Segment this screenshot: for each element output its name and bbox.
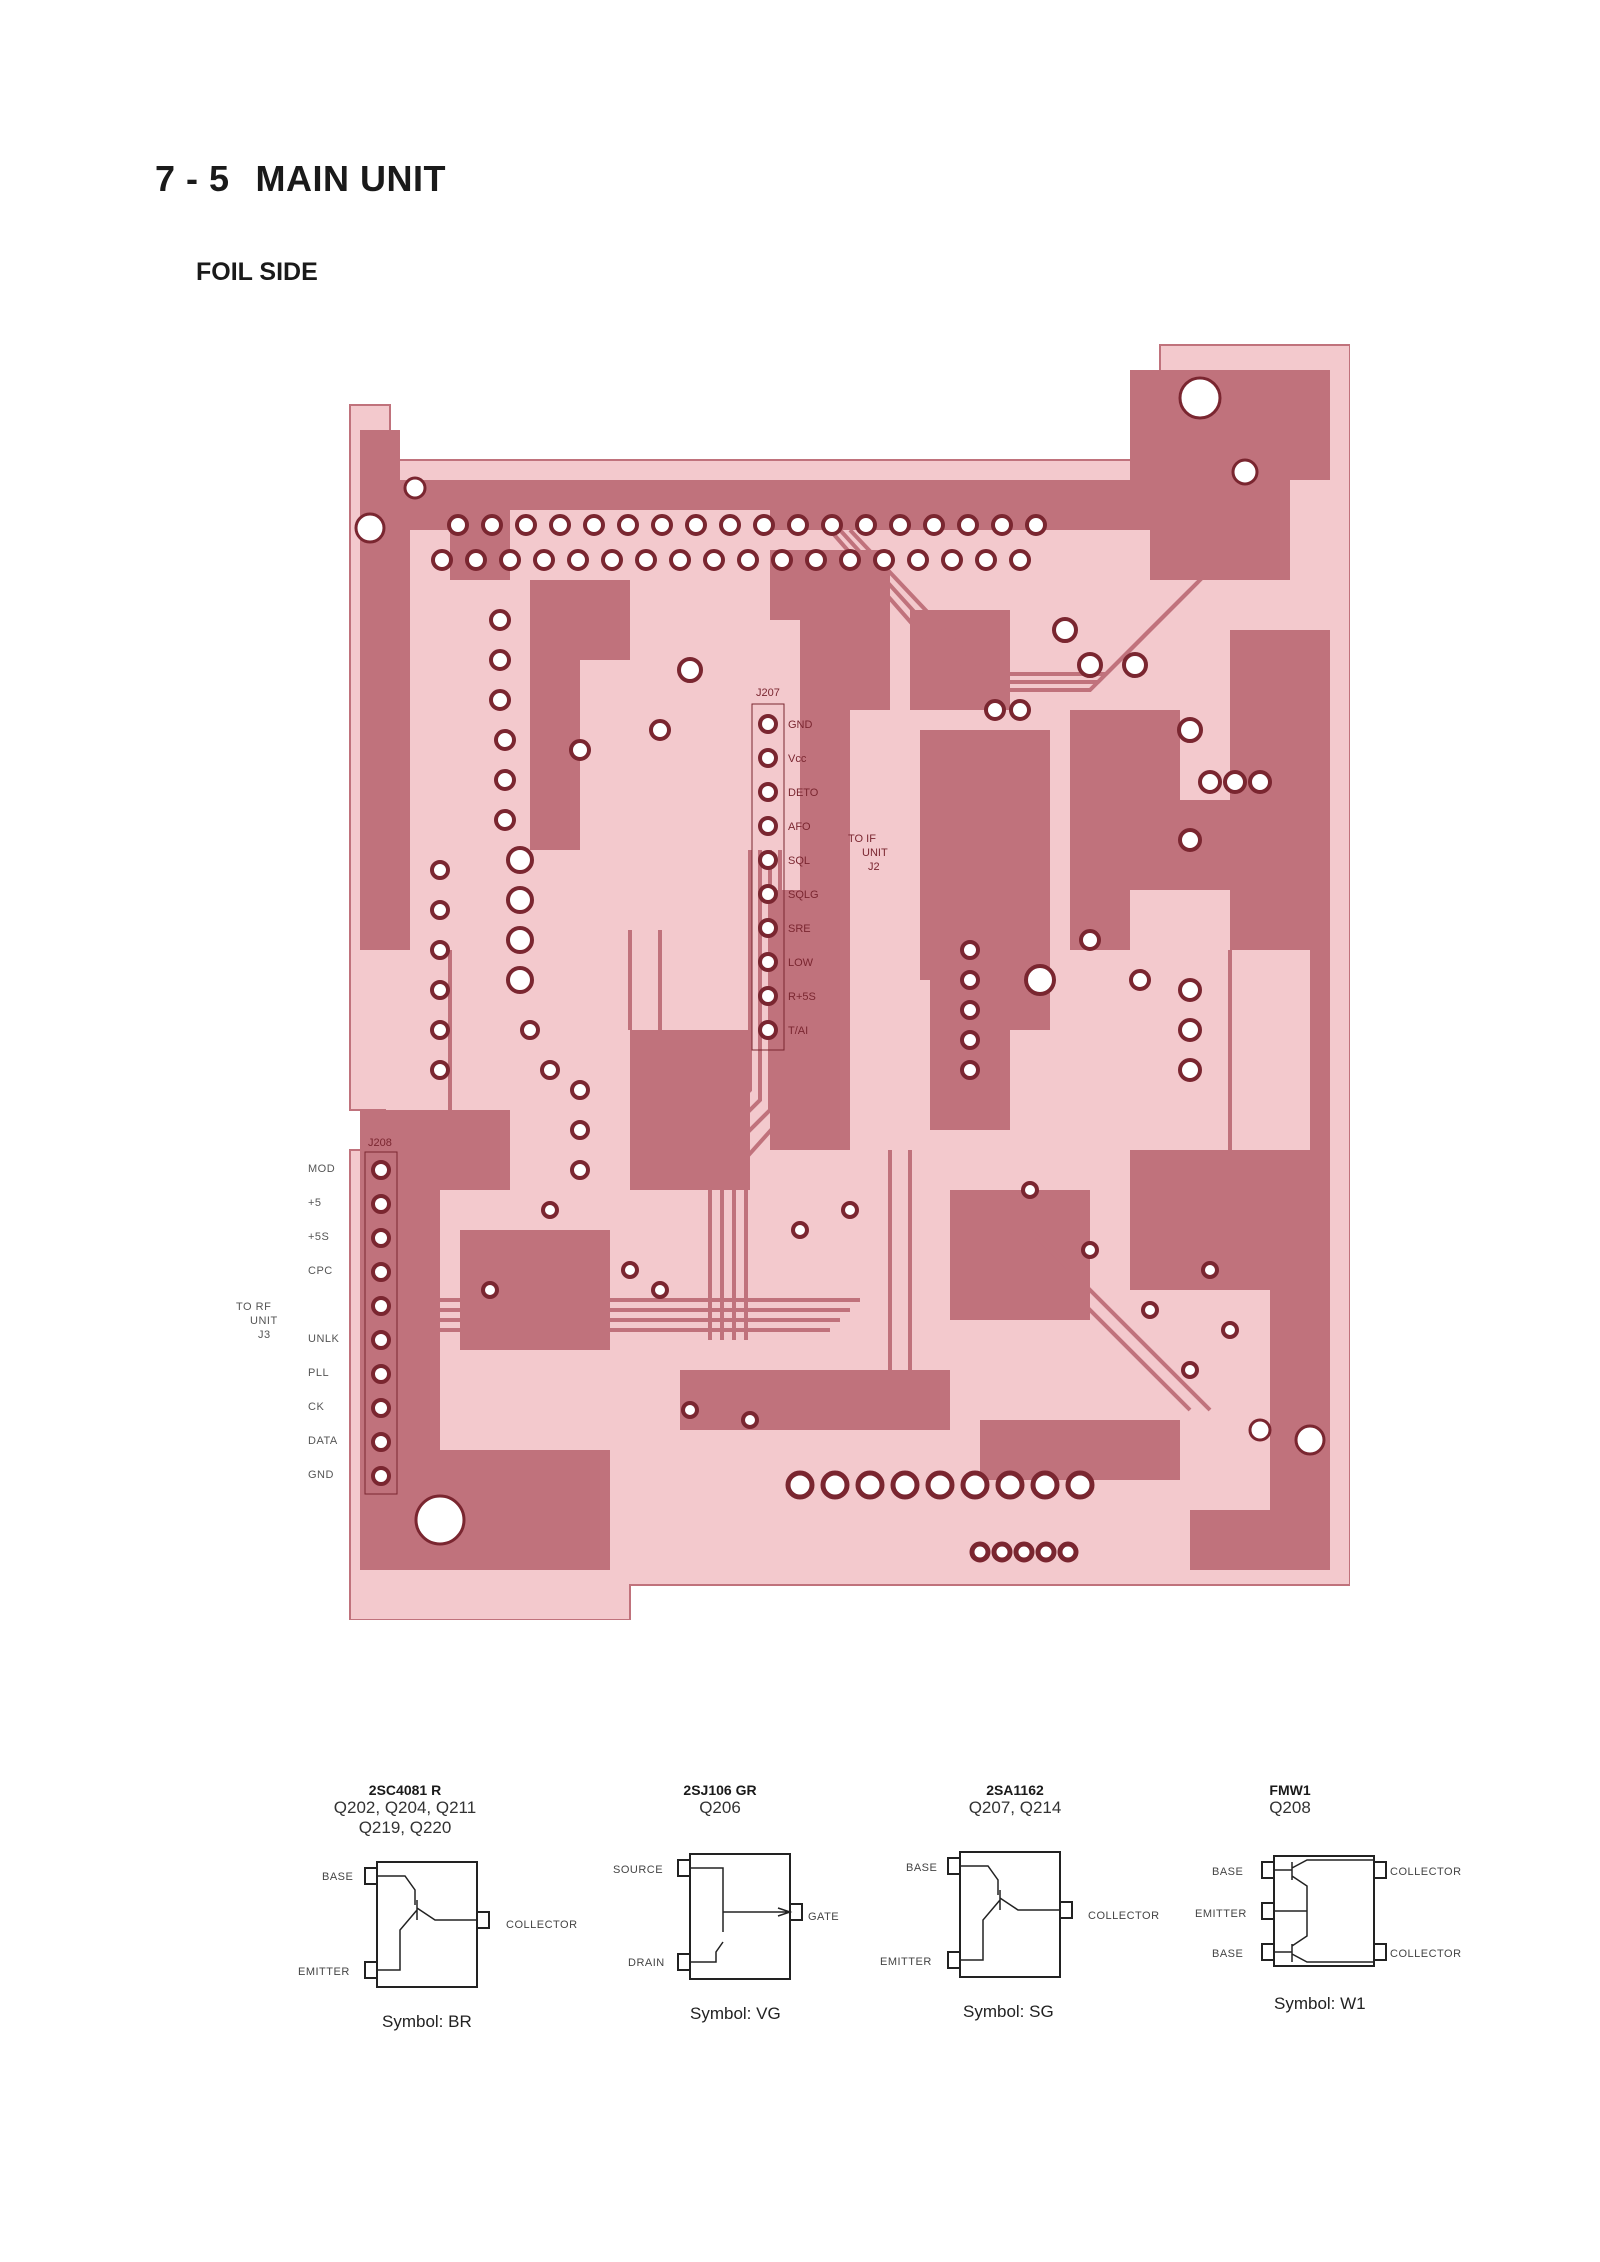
j207-pin-label: T/AI — [788, 1025, 808, 1037]
transistor-package-outline — [364, 1861, 490, 1988]
j208-pin-label: DATA — [308, 1435, 338, 1447]
package-transistor-refs: Q206 — [699, 1798, 741, 1817]
transistor-package-outline — [677, 1853, 803, 1980]
package-symbol-code: Symbol: VG — [690, 2004, 781, 2023]
j208-ref: J208 — [368, 1137, 392, 1149]
package-part-number: FMW1 — [1269, 1782, 1311, 1798]
pin-label: BASE — [1212, 1866, 1244, 1878]
transistor-package-outline — [1261, 1855, 1387, 1967]
transistor-package-outline — [947, 1851, 1073, 1978]
mounting-holes — [354, 376, 1326, 1546]
j207-dest: TO IF — [848, 833, 876, 845]
package-symbol-code: Symbol: SG — [963, 2002, 1054, 2021]
section-name: MAIN UNIT — [255, 158, 447, 199]
pin-label: GATE — [808, 1911, 840, 1923]
j207-pin-label: Vcc — [788, 753, 807, 765]
package-symbol-code: Symbol: BR — [382, 2012, 472, 2031]
j208-dest: TO RF — [236, 1301, 272, 1313]
pin-label: EMITTER — [880, 1956, 932, 1968]
j207-pin-label: LOW — [788, 957, 814, 969]
pin-label: COLLECTOR — [506, 1919, 578, 1931]
j208-pin-label: PLL — [308, 1367, 330, 1379]
j208-pads — [371, 1160, 391, 1486]
package-part-number: 2SA1162 — [986, 1782, 1044, 1798]
j208-pin-label: +5 — [308, 1197, 322, 1209]
j207-pin-label: DETO — [788, 787, 819, 799]
pin-label: SOURCE — [613, 1864, 664, 1876]
package-part-number: 2SJ106 GR — [683, 1782, 757, 1798]
section-title: 7 - 5 MAIN UNIT — [155, 158, 446, 200]
j207-pads — [758, 714, 778, 1040]
pin-label: BASE — [906, 1862, 938, 1874]
j207-pin-label: GND — [788, 719, 813, 731]
package-2sa1162: 2SA1162 Q207, Q214 — [865, 1782, 1165, 1818]
j207-pin-label: SQLG — [788, 889, 819, 901]
package-transistor-refs: Q208 — [1269, 1798, 1311, 1817]
package-2sj106: 2SJ106 GR Q206 — [570, 1782, 870, 1818]
package-2sc4081: 2SC4081 R Q202, Q204, Q211 Q219, Q220 — [255, 1782, 555, 1838]
j208-pin-label: CK — [308, 1401, 325, 1413]
j207-pin-label: SRE — [788, 923, 811, 935]
section-number: 7 - 5 — [155, 158, 230, 199]
j208-dest: UNIT — [250, 1315, 278, 1327]
pin-label: COLLECTOR — [1088, 1910, 1160, 1922]
j208-dest: J3 — [258, 1329, 271, 1341]
pin-label: EMITTER — [1195, 1908, 1247, 1920]
j208-pin-label: UNLK — [308, 1333, 340, 1345]
pin-label: COLLECTOR — [1390, 1866, 1462, 1878]
pcb-foil-drawing: J207 GND Vcc DETO AFO SQL SQLG SRE LOW R… — [349, 344, 1350, 1620]
package-transistor-refs: Q207, Q214 — [968, 1798, 1062, 1817]
j207-dest: UNIT — [862, 847, 888, 859]
bottom-pad-row — [785, 1470, 1095, 1563]
j208-pin-label: CPC — [308, 1265, 333, 1277]
copper-pours — [360, 370, 1330, 1570]
j207-ref: J207 — [756, 687, 780, 699]
j207-dest: J2 — [868, 861, 880, 873]
component-pads — [430, 609, 1272, 1429]
j207-pin-label: R+5S — [788, 991, 816, 1003]
package-fmw1: FMW1 Q208 — [1140, 1782, 1440, 1818]
package-part-number: 2SC4081 R — [368, 1782, 442, 1798]
view-label: FOIL SIDE — [196, 258, 318, 286]
pin-label: BASE — [322, 1871, 354, 1883]
j208-pin-label: GND — [308, 1469, 334, 1481]
j207-pin-label: SQL — [788, 855, 810, 867]
pin-label: DRAIN — [628, 1957, 665, 1969]
j208-pin-label: +5S — [308, 1231, 330, 1243]
pin-label: BASE — [1212, 1948, 1244, 1960]
package-transistor-refs: Q202, Q204, Q211 — [333, 1798, 477, 1817]
package-transistor-refs: Q219, Q220 — [358, 1818, 452, 1837]
package-symbol-code: Symbol: W1 — [1274, 1994, 1366, 2013]
pin-label: COLLECTOR — [1390, 1948, 1462, 1960]
top-pad-rows — [431, 514, 1047, 571]
j208-pin-label: MOD — [308, 1163, 336, 1175]
j207-pin-label: AFO — [788, 821, 811, 833]
pin-label: EMITTER — [298, 1966, 350, 1978]
